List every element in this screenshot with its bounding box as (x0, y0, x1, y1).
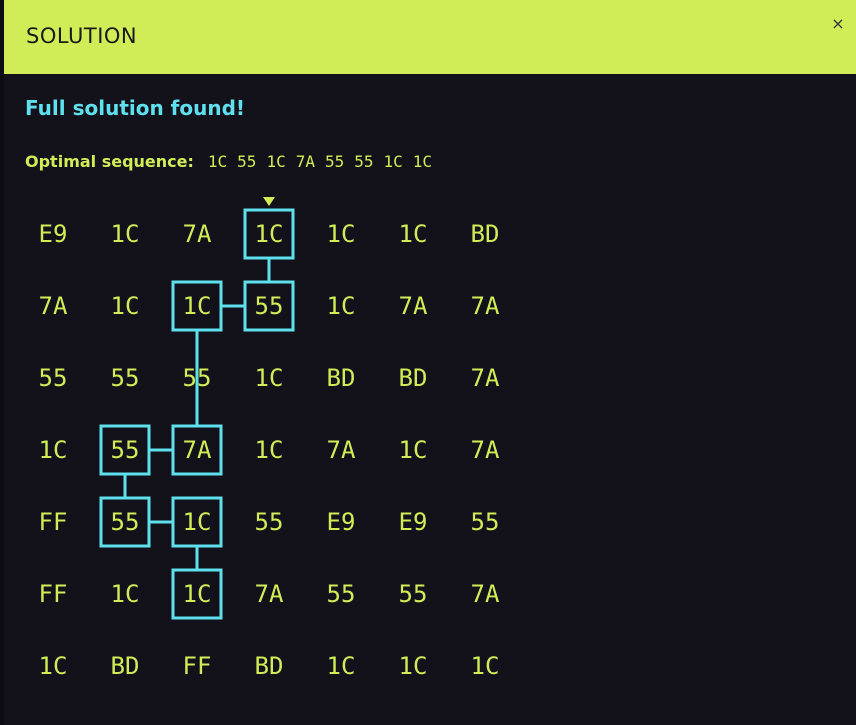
matrix-cell[interactable]: 1C (254, 364, 284, 392)
matrix-cell[interactable]: 1C (182, 292, 212, 320)
sequence-code: 1C (207, 151, 228, 171)
matrix-cell[interactable]: E9 (398, 508, 428, 536)
matrix-cell[interactable]: 1C (182, 508, 212, 536)
matrix-cell[interactable]: 55 (110, 508, 140, 536)
matrix-cell[interactable]: 1C (326, 292, 356, 320)
sequence-codes: 1C 55 1C 7A 55 55 1C 1C (208, 152, 442, 171)
matrix-cell[interactable]: 1C (398, 652, 428, 680)
matrix-cell[interactable]: 7A (182, 436, 212, 464)
matrix-cell[interactable]: 1C (398, 436, 428, 464)
sequence-code: 1C (383, 151, 403, 171)
matrix-cell[interactable]: 55 (110, 436, 140, 464)
matrix-cell[interactable]: 55 (110, 364, 140, 392)
matrix-cell[interactable]: 7A (326, 436, 356, 464)
matrix-cell[interactable]: 7A (254, 580, 284, 608)
matrix-cell[interactable]: 1C (254, 436, 284, 464)
matrix-cell[interactable]: 1C (38, 652, 68, 680)
matrix-cell[interactable]: 1C (326, 220, 356, 248)
sequence-code: 7A (295, 151, 315, 171)
matrix-cell[interactable]: FF (38, 580, 68, 608)
matrix-cell[interactable]: 7A (470, 292, 500, 320)
status-message: Full solution found! (25, 96, 246, 120)
sequence-code: 1C (266, 151, 286, 171)
matrix-cell[interactable]: 7A (38, 292, 68, 320)
matrix-cell[interactable]: 1C (38, 436, 68, 464)
sequence-code: 55 (354, 151, 374, 171)
matrix-cell[interactable]: 55 (398, 580, 428, 608)
matrix-cell[interactable]: 55 (254, 508, 284, 536)
close-icon[interactable]: × (831, 14, 845, 33)
matrix-cell[interactable]: FF (38, 508, 68, 536)
matrix-cell[interactable]: BD (254, 652, 284, 680)
title-bar: SOLUTION × (4, 0, 856, 74)
matrix-cell[interactable]: 1C (110, 220, 140, 248)
optimal-sequence: Optimal sequence: 1C 55 1C 7A 55 55 1C 1C (25, 150, 442, 172)
matrix-cell[interactable]: BD (470, 220, 500, 248)
matrix-cell[interactable]: FF (182, 652, 212, 680)
matrix-cell[interactable]: 1C (182, 580, 212, 608)
matrix-cell[interactable]: 1C (326, 652, 356, 680)
matrix-cell[interactable]: 1C (398, 220, 428, 248)
sequence-code: 55 (237, 151, 257, 171)
matrix-cell[interactable]: E9 (326, 508, 356, 536)
matrix-cell[interactable]: 7A (470, 436, 500, 464)
matrix-cell[interactable]: 7A (182, 220, 212, 248)
matrix-cell[interactable]: 7A (470, 580, 500, 608)
window-title: SOLUTION (26, 24, 138, 48)
matrix-cell[interactable]: 1C (254, 220, 284, 248)
matrix-cell[interactable]: 7A (470, 364, 500, 392)
sequence-code: 55 (324, 151, 345, 171)
matrix-cell[interactable]: 55 (254, 292, 284, 320)
start-column-marker-icon (263, 197, 275, 206)
matrix-cell[interactable]: BD (326, 364, 356, 392)
matrix-cell[interactable]: 7A (398, 292, 428, 320)
matrix-cell[interactable]: 55 (182, 364, 212, 392)
sequence-code: 1C (412, 151, 433, 171)
matrix-cell[interactable]: 55 (38, 364, 68, 392)
matrix-cell[interactable]: BD (110, 652, 140, 680)
matrix-cell[interactable]: 55 (470, 508, 500, 536)
matrix-cell[interactable]: E9 (38, 220, 68, 248)
sequence-label: Optimal sequence: (25, 151, 194, 171)
matrix-cell[interactable]: 1C (470, 652, 500, 680)
matrix-cell[interactable]: BD (398, 364, 428, 392)
matrix-cell[interactable]: 1C (110, 580, 140, 608)
matrix-cell[interactable]: 55 (326, 580, 356, 608)
matrix-cell[interactable]: 1C (110, 292, 140, 320)
